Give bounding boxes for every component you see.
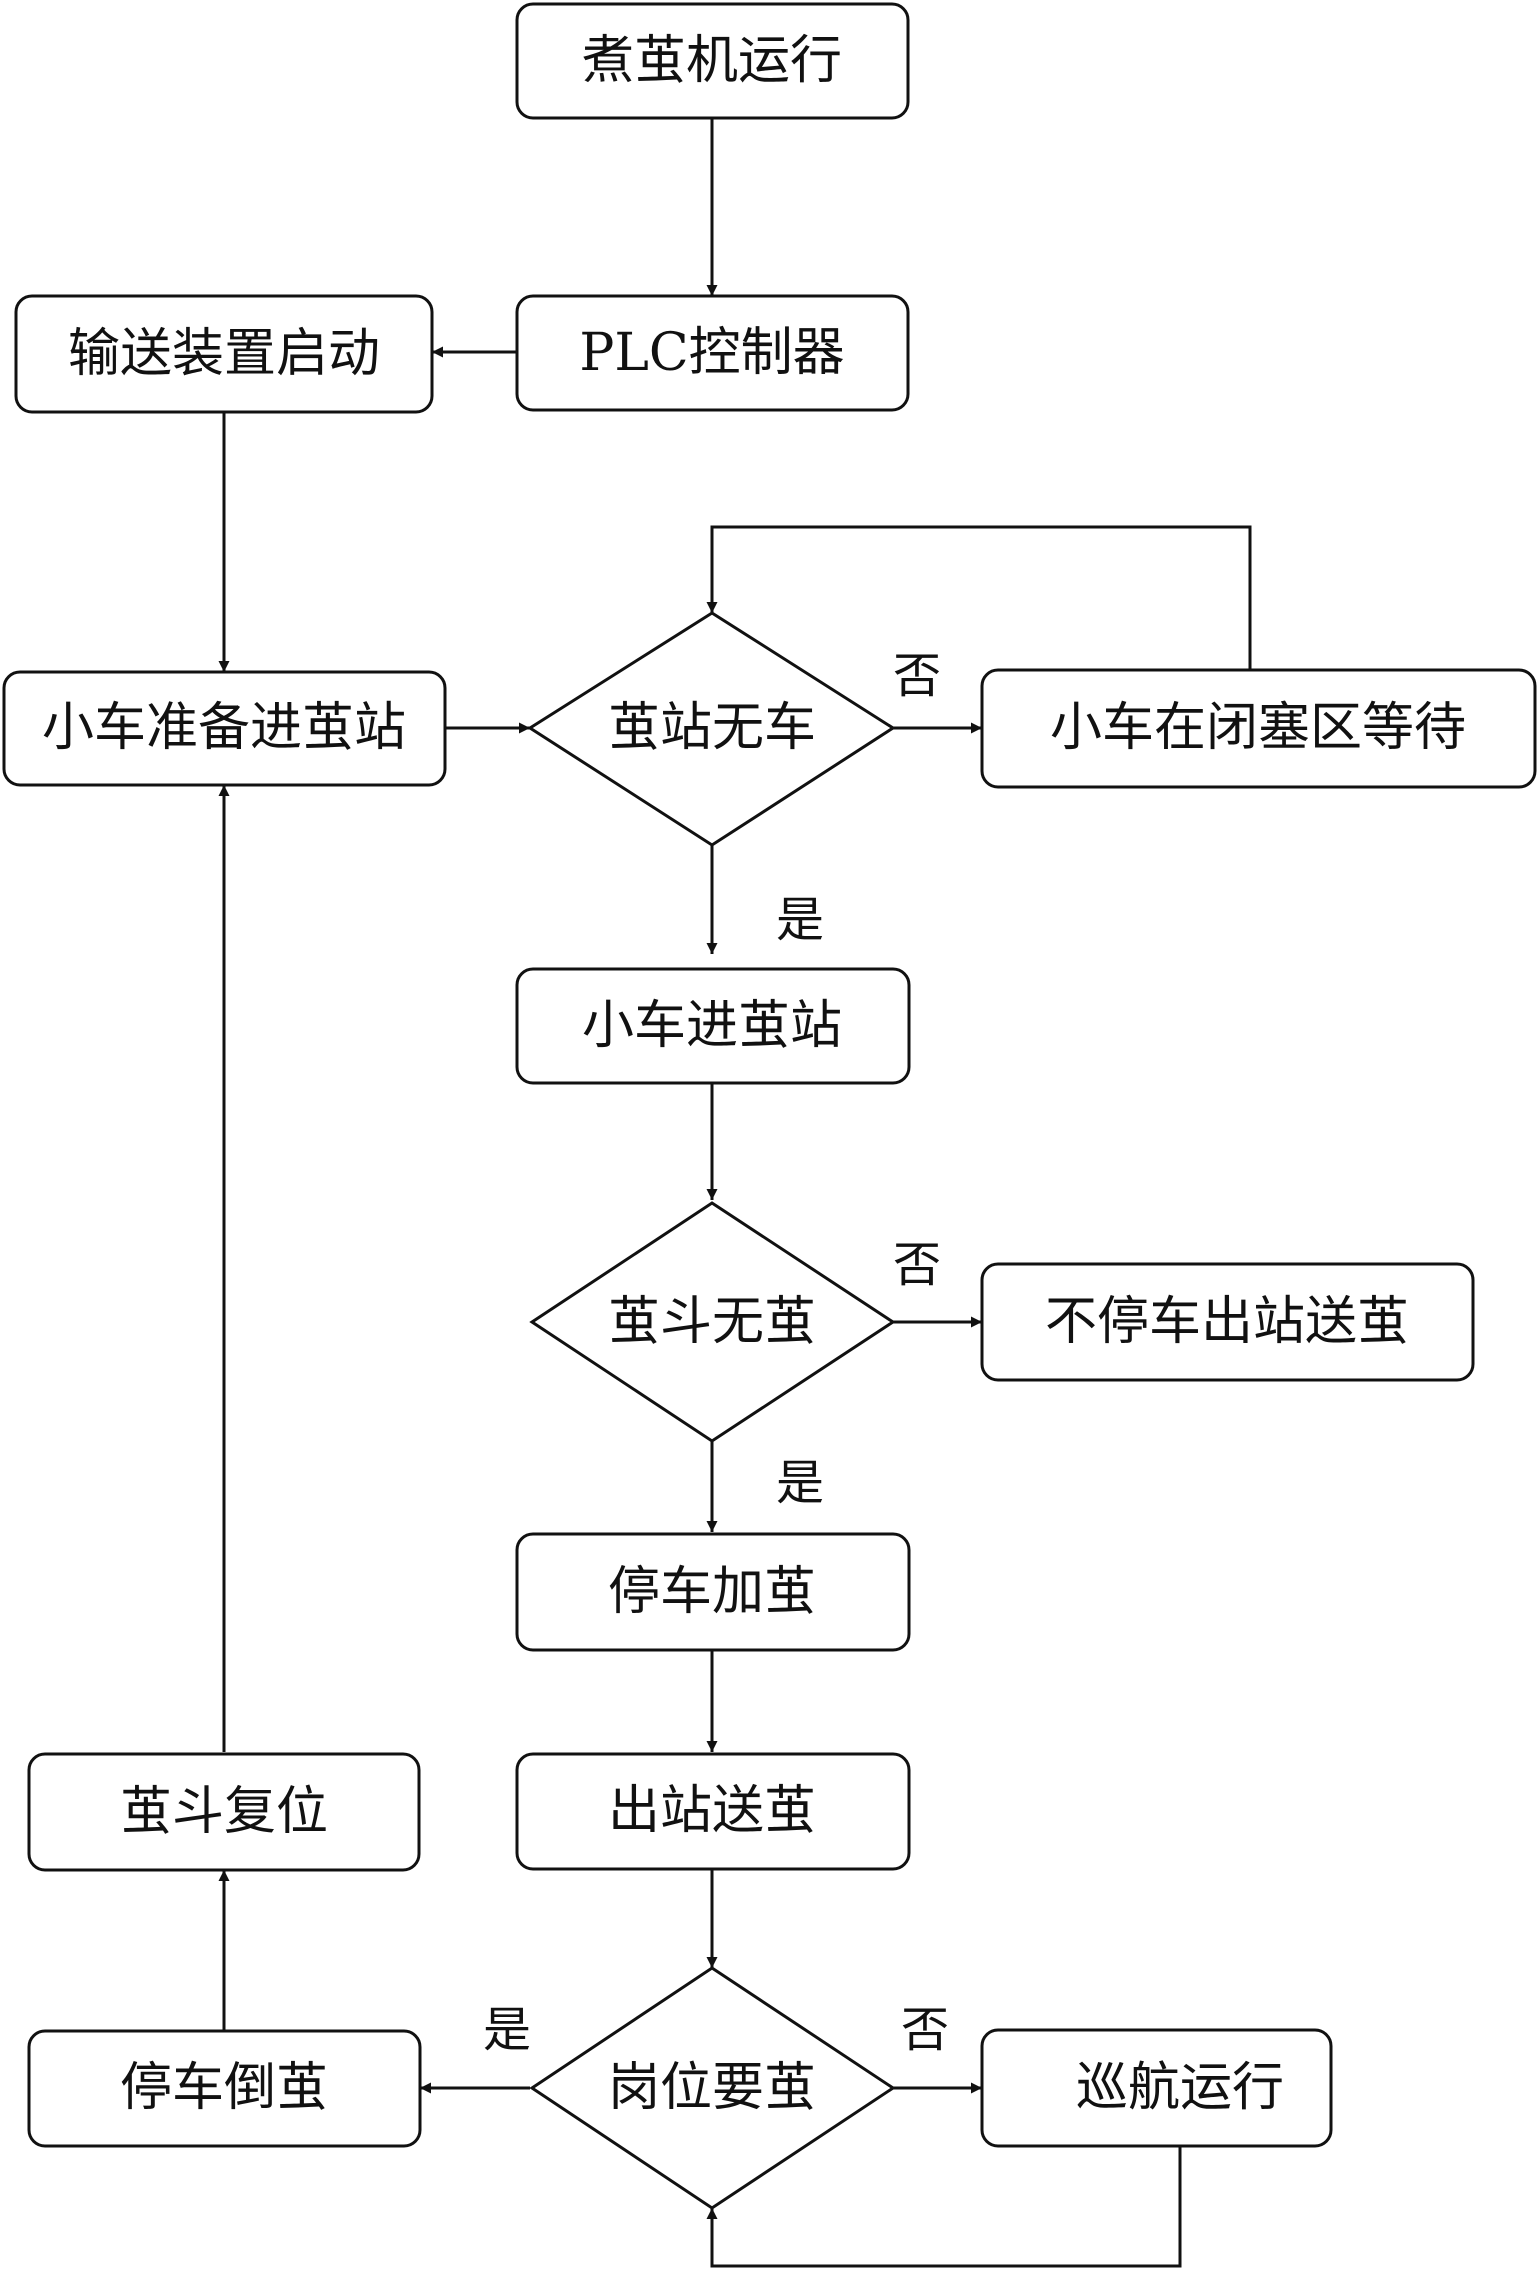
node-cooker-run-label: 煮茧机运行 [582, 31, 842, 91]
decision-station-empty-label: 茧站无车 [608, 698, 816, 758]
edge-label-no-3: 否 [901, 2002, 949, 2058]
node-cart-enter: 小车进茧站 [515, 967, 911, 1085]
node-no-stop-out: 不停车出站送茧 [980, 1262, 1475, 1382]
edge-label-yes-1: 是 [776, 892, 824, 948]
node-cart-ready-label: 小车准备进茧站 [42, 698, 406, 758]
node-plc-label: PLC控制器 [579, 323, 844, 383]
node-cooker-run: 煮茧机运行 [515, 2, 910, 120]
node-cart-enter-label: 小车进茧站 [582, 996, 842, 1056]
node-out-send-label: 出站送茧 [608, 1781, 816, 1841]
node-cruise-label: 巡航运行 [1076, 2058, 1284, 2118]
node-plc: PLC控制器 [515, 294, 910, 412]
decision-post-need: 岗位要茧 [529, 1966, 896, 2210]
edge-cruise-loop-back [706, 2146, 1182, 2268]
node-bucket-reset-label: 茧斗复位 [120, 1782, 328, 1842]
node-out-send: 出站送茧 [515, 1752, 911, 1871]
edge-wait-loop-back [706, 525, 1252, 670]
node-cruise: 巡航运行 [980, 2028, 1333, 2148]
decision-post-need-label: 岗位要茧 [608, 2058, 816, 2118]
decision-bucket-empty: 茧斗无茧 [529, 1201, 896, 1443]
node-conveyor-start: 输送装置启动 [14, 294, 434, 414]
edge-label-yes-2: 是 [776, 1455, 824, 1511]
node-wait-block-label: 小车在闭塞区等待 [1050, 698, 1466, 758]
edge-label-no-2: 否 [893, 1237, 941, 1293]
node-stop-dump: 停车倒茧 [27, 2029, 422, 2148]
decision-bucket-empty-label: 茧斗无茧 [608, 1292, 816, 1352]
node-cart-ready: 小车准备进茧站 [2, 670, 447, 787]
node-wait-block: 小车在闭塞区等待 [980, 668, 1537, 789]
decision-station-empty: 茧站无车 [527, 611, 896, 847]
node-stop-add: 停车加茧 [515, 1532, 911, 1652]
connectors [218, 118, 1252, 2268]
node-stop-dump-label: 停车倒茧 [120, 2058, 328, 2118]
node-stop-add-label: 停车加茧 [608, 1562, 816, 1622]
node-bucket-reset: 茧斗复位 [27, 1752, 421, 1872]
node-conveyor-start-label: 输送装置启动 [68, 324, 380, 384]
edge-label-yes-3: 是 [483, 2002, 531, 2058]
edge-label-no-1: 否 [893, 648, 941, 704]
node-no-stop-out-label: 不停车出站送茧 [1045, 1292, 1409, 1352]
